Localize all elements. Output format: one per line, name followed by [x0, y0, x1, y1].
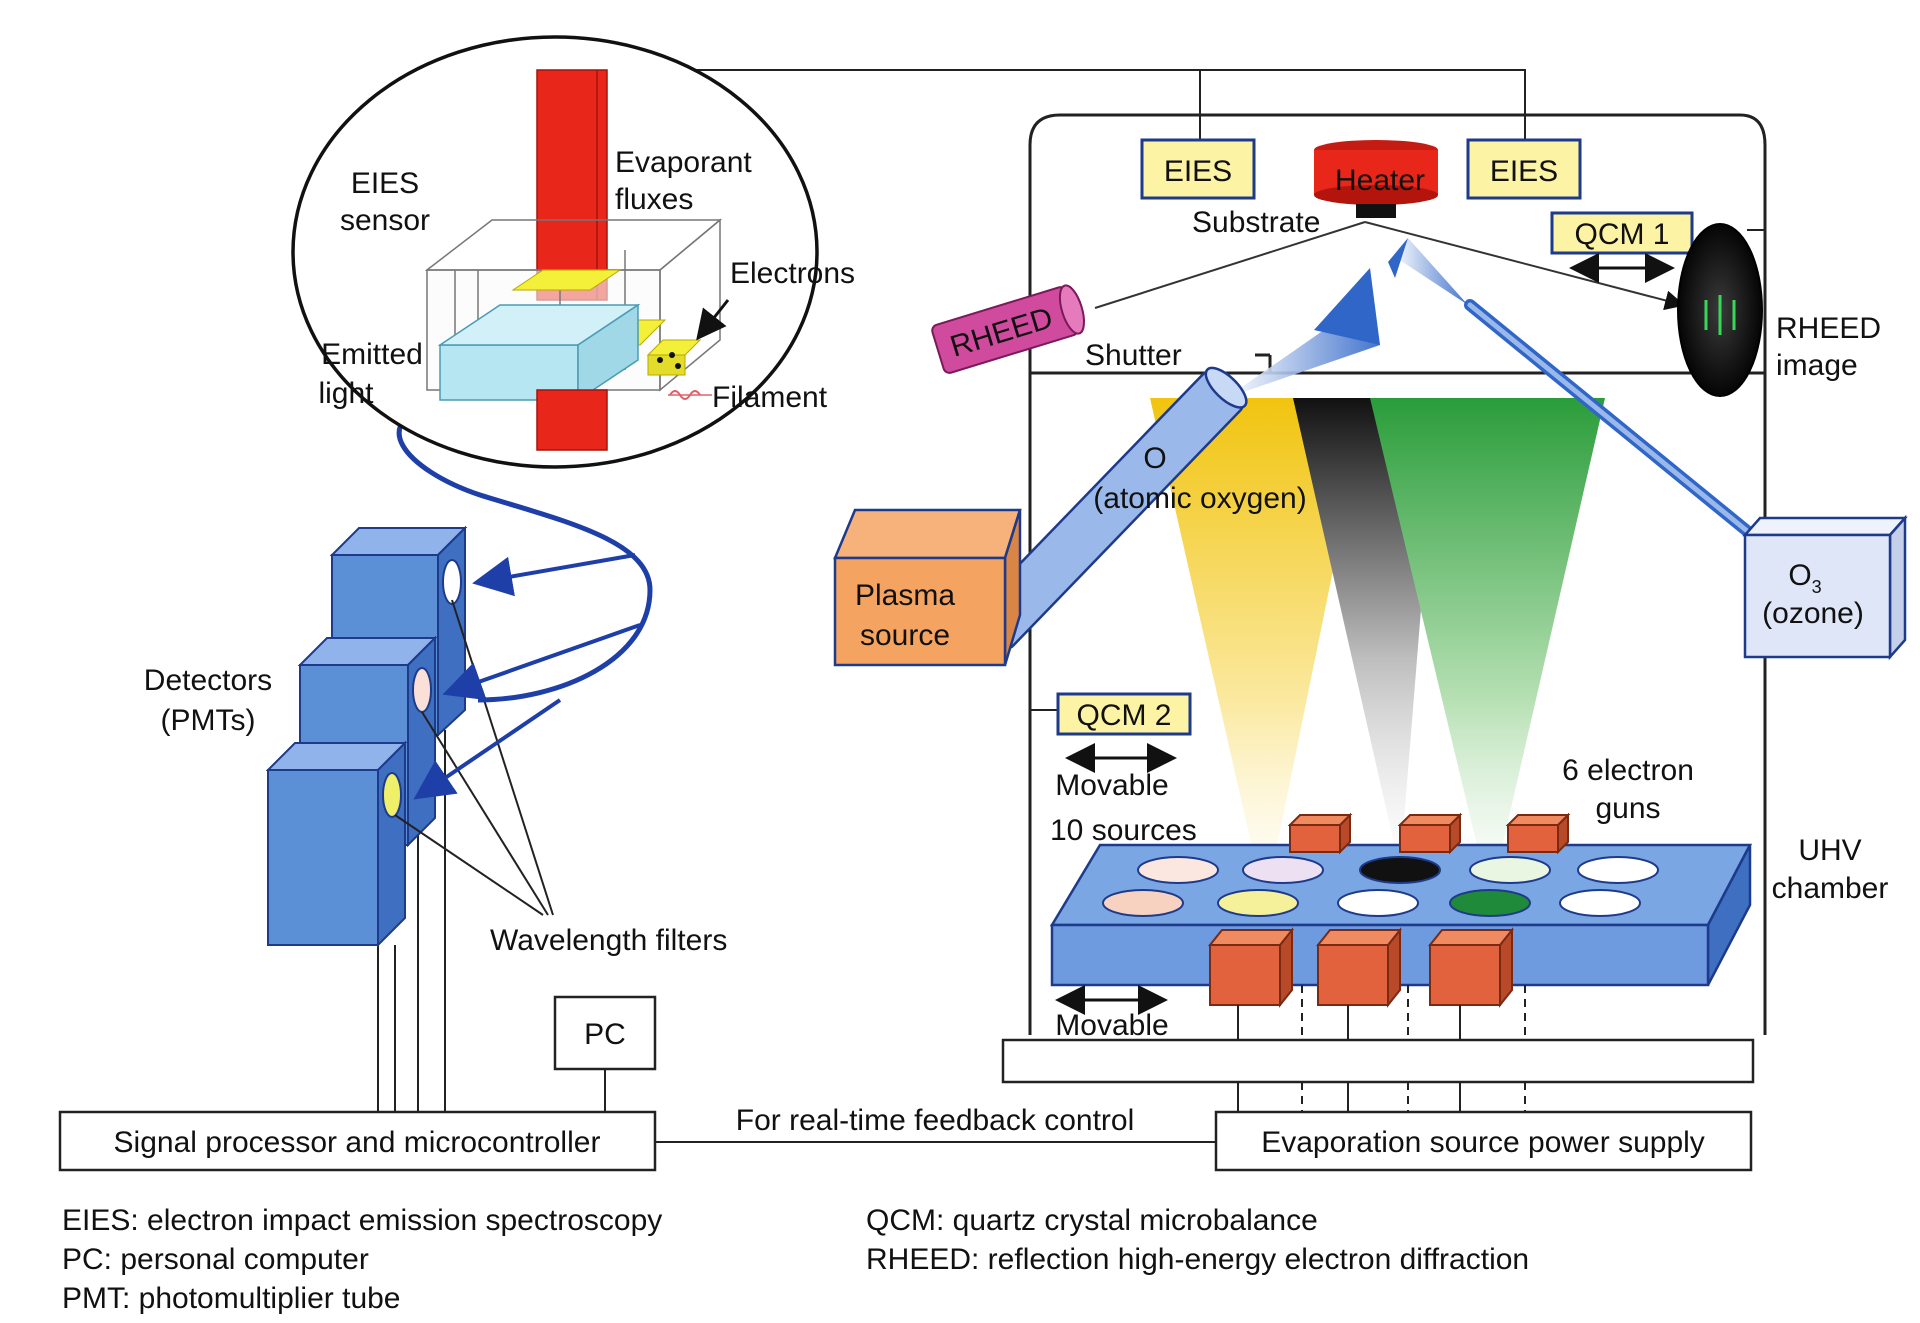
electron-gun — [1397, 812, 1463, 855]
source-crucibles — [1102, 856, 1659, 917]
crucible — [1469, 856, 1551, 884]
ozone-box: O3 (ozone) — [1742, 514, 1908, 661]
crucible — [1577, 856, 1659, 884]
fiber-arrows — [413, 553, 641, 800]
crucible — [1102, 889, 1184, 917]
yellow-plate-top — [511, 269, 622, 291]
electron-gun — [1427, 927, 1515, 1008]
substrate-holder — [1356, 204, 1396, 218]
eies-sensor-label-1: EIES — [351, 167, 419, 200]
evaporant-fluxes-label-2: fluxes — [615, 183, 693, 216]
crucible — [1137, 856, 1219, 884]
crucible — [1559, 889, 1641, 917]
filter-leader-lines — [394, 599, 554, 916]
eies-left-label: EIES — [1164, 155, 1232, 188]
rheed-beam-lines — [1094, 221, 1685, 311]
ozone-o: O — [1788, 559, 1811, 592]
electron-guns-label-1: 6 electron — [1562, 754, 1694, 787]
legend-rheed: RHEED: reflection high-energy electron d… — [866, 1243, 1529, 1276]
qcm2-label: QCM 2 — [1076, 699, 1171, 732]
crucible — [1242, 856, 1324, 884]
rheed-image-screen: RHEED image — [1677, 223, 1881, 397]
oxygen-cone — [1226, 268, 1380, 398]
oxygen-label-2: (atomic oxygen) — [1093, 482, 1306, 515]
electron-gun — [1315, 927, 1403, 1008]
uhv-label-2: chamber — [1772, 872, 1889, 905]
optical-fiber — [396, 399, 653, 703]
plasma-label-2: source — [860, 619, 950, 652]
uhv-label-1: UHV — [1798, 834, 1861, 867]
eies-right-label: EIES — [1490, 155, 1558, 188]
heater: Heater — [1314, 140, 1438, 218]
qcm1-box: QCM 1 — [1550, 211, 1694, 283]
electrons-label: Electrons — [730, 257, 855, 290]
evaporant-flux-top — [536, 69, 608, 301]
crucible-green — [1449, 889, 1531, 917]
crucible-yellow — [1217, 889, 1299, 917]
rheed-image-label-2: image — [1776, 349, 1858, 382]
atomic-oxygen-tube — [972, 366, 1248, 650]
pc-label: PC — [584, 1018, 626, 1051]
emitted-light-box — [437, 303, 641, 402]
electron-guns-label-2: guns — [1595, 792, 1660, 825]
movable-base-label: Movable — [1055, 1009, 1168, 1042]
signal-processor-label: Signal processor and microcontroller — [114, 1126, 601, 1159]
electron-gun-blocks-back — [1287, 812, 1571, 855]
oxygen-label-1: O — [1143, 442, 1166, 475]
eies-sensor-label-2: sensor — [340, 204, 430, 237]
movable-qcm-label: Movable — [1055, 769, 1168, 802]
ten-sources-label: 10 sources — [1050, 814, 1197, 847]
yellow-beam — [1150, 398, 1368, 905]
legend-qcm: QCM: quartz crystal microbalance — [866, 1204, 1318, 1237]
rheed-gun: RHEED — [931, 284, 1085, 374]
crucible-black — [1359, 856, 1441, 884]
green-beam — [1370, 398, 1605, 900]
shutter-label: Shutter — [1085, 339, 1182, 372]
uhv-chamber — [1001, 113, 1767, 1084]
detectors-label-2: (PMTs) — [161, 704, 256, 737]
qcm1-label: QCM 1 — [1574, 218, 1669, 251]
plasma-source-box: Plasma source — [833, 508, 1022, 667]
evaporant-fluxes-label-1: Evaporant — [615, 146, 752, 179]
electron-gun — [1207, 927, 1295, 1008]
evaporant-flux-bottom — [536, 389, 608, 451]
detector-stack — [265, 525, 468, 948]
eies-right-box: EIES — [1466, 138, 1582, 200]
crucible — [1337, 889, 1419, 917]
plasma-label-1: Plasma — [855, 579, 955, 612]
power-lines — [1237, 985, 1526, 1112]
substrate-label: Substrate — [1192, 206, 1320, 239]
legend-eies: EIES: electron impact emission spectrosc… — [62, 1204, 662, 1237]
eies-left-box: EIES — [1140, 138, 1256, 200]
legend-pc: PC: personal computer — [62, 1243, 369, 1276]
electron-gun — [1505, 812, 1571, 855]
emitted-light-label-2: light — [318, 377, 374, 410]
qcm2-box: QCM 2 Movable — [1030, 692, 1192, 802]
filament-plate — [646, 339, 712, 400]
ozone-subscript: 3 — [1812, 577, 1822, 597]
shutter-divider — [1030, 353, 1765, 375]
eies-sensor-inset: EIES sensor Evaporant fluxes Electrons E… — [291, 35, 855, 469]
wavelength-filters-label: Wavelength filters — [490, 924, 727, 957]
detectors-label-1: Detectors — [144, 664, 272, 697]
power-supply-label: Evaporation source power supply — [1261, 1126, 1705, 1159]
filament-label: Filament — [712, 381, 828, 414]
detector-pmt-bottom — [265, 740, 408, 948]
rheed-image-label-1: RHEED — [1776, 312, 1881, 345]
ozone-cone — [1388, 238, 1468, 305]
legend-pmt: PMT: photomultiplier tube — [62, 1282, 401, 1315]
emitted-light-label-1: Emitted — [321, 338, 423, 371]
electron-gun — [1287, 812, 1353, 855]
ozone-formula: O3 — [1788, 559, 1821, 597]
ozone-label: (ozone) — [1762, 597, 1864, 630]
abbreviation-legend: EIES: electron impact emission spectrosc… — [62, 1204, 1529, 1315]
pc-box: PC — [553, 995, 657, 1112]
electron-gun-blocks-front — [1207, 927, 1515, 1008]
heater-label: Heater — [1335, 164, 1425, 197]
evaporant-beams — [1150, 398, 1605, 905]
feedback-label: For real-time feedback control — [736, 1104, 1135, 1137]
power-supply-box: Evaporation source power supply — [1214, 1110, 1753, 1172]
signal-processor-box: Signal processor and microcontroller — [58, 1110, 657, 1172]
